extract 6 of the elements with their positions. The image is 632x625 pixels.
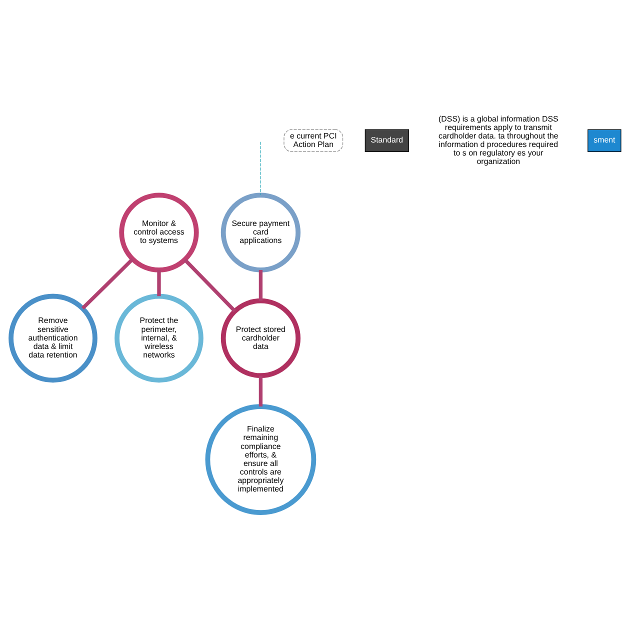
connector [260,142,262,196]
connector [81,258,134,310]
connector [258,270,263,301]
connector [258,376,263,406]
connector [184,258,236,312]
connector [157,270,161,296]
